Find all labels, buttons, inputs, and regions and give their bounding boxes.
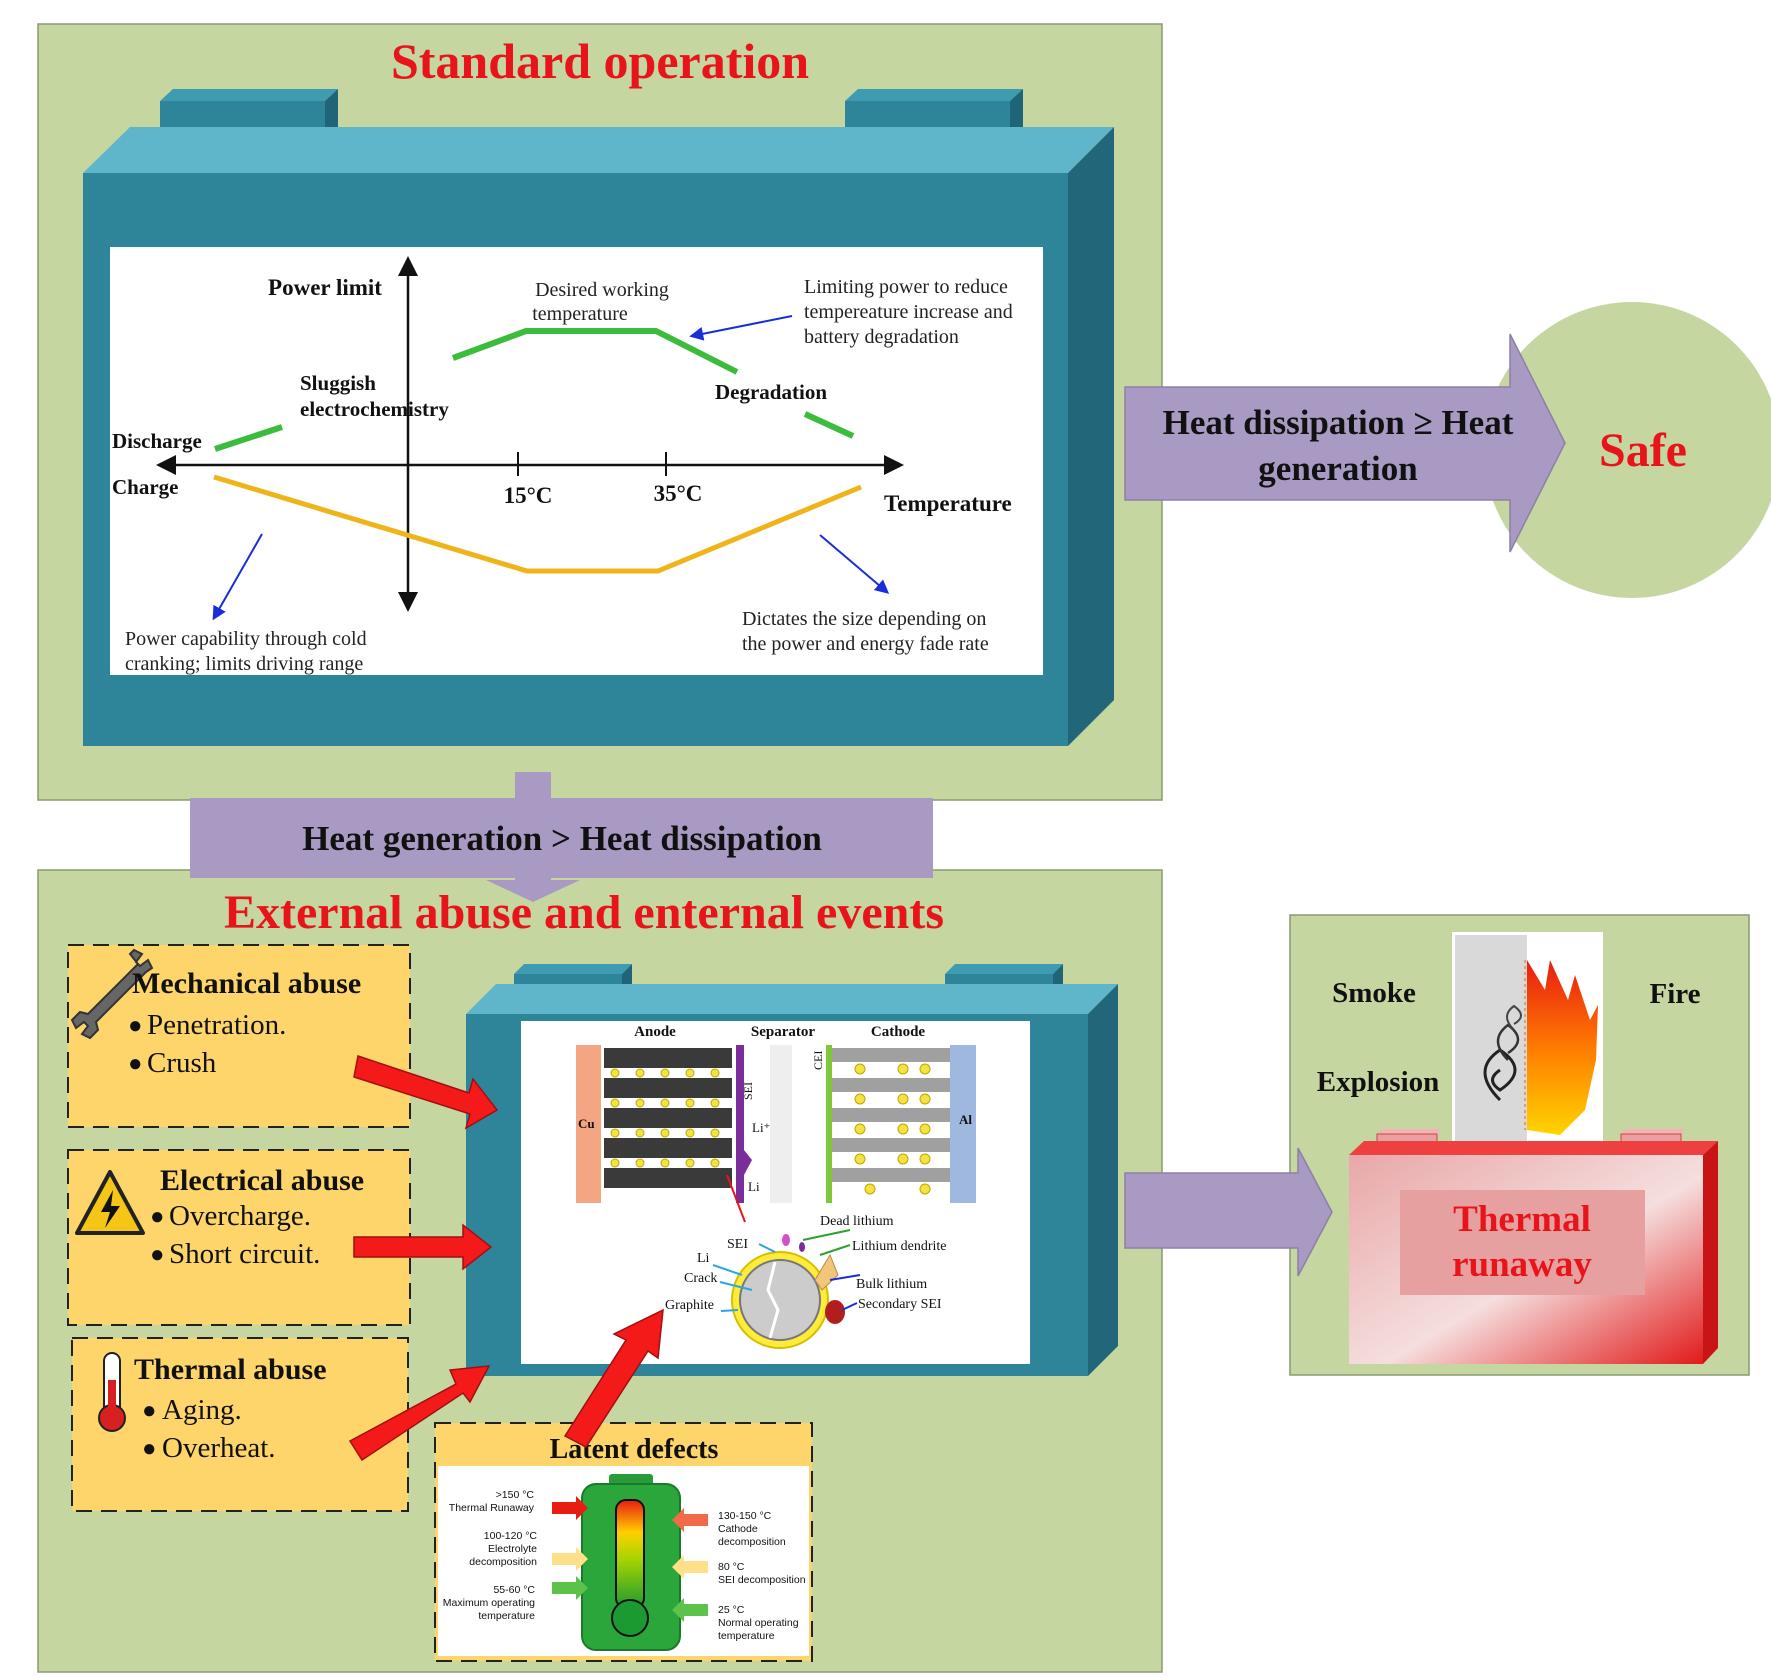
fire-smoke-illustration	[1452, 932, 1603, 1144]
charge-label: Charge	[112, 475, 179, 499]
discharge-label: Discharge	[112, 429, 202, 453]
dictates-size-label-1: Dictates the size depending on	[742, 608, 986, 630]
electrical-abuse-box	[67, 1149, 411, 1326]
electrical-item-1: Overcharge.	[169, 1200, 311, 1232]
abuse-arrows	[348, 1055, 664, 1462]
safe-circle	[1484, 302, 1771, 598]
sei-particle-label: SEI	[727, 1237, 748, 1252]
dictates-size-label-2: the power and energy fade rate	[742, 633, 989, 655]
power-limit-label: Power limit	[268, 275, 382, 300]
latent-right-desc-1b: decomposition	[718, 1536, 786, 1548]
explosion-label: Explosion	[1317, 1066, 1440, 1098]
latent-right-temp-2: 80 °C	[718, 1561, 745, 1573]
tick-15-label: 15°C	[504, 483, 553, 508]
latent-right-desc-2: SEI decomposition	[718, 1574, 806, 1586]
fire-label: Fire	[1650, 978, 1701, 1010]
dead-lithium-label: Dead lithium	[820, 1214, 894, 1229]
smoke-label: Smoke	[1332, 977, 1416, 1009]
discharge-curve	[214, 328, 855, 452]
thermal-item-bullet-2: ●	[142, 1436, 157, 1462]
thermal-item-1: Aging.	[162, 1394, 242, 1426]
desired-temp-label-2: temperature	[532, 303, 628, 325]
standard-operation-title: Standard operation	[391, 33, 809, 89]
mechanical-item-bullet-1: ●	[128, 1013, 143, 1039]
chart-axes	[156, 256, 904, 612]
mechanical-abuse-box	[67, 944, 411, 1128]
runaway-arrow	[1124, 1147, 1333, 1277]
latent-left-desc-1: Thermal Runaway	[449, 1502, 535, 1514]
secondary-sei-label: Secondary SEI	[858, 1297, 942, 1312]
thermal-item-bullet-1: ●	[142, 1398, 157, 1424]
thermal-runaway-label-1: Thermal	[1453, 1199, 1591, 1240]
li-label: Li	[748, 1179, 760, 1194]
heat-generation-label: Heat generation > Heat dissipation	[302, 819, 822, 858]
safe-arrow-label-2: generation	[1258, 449, 1417, 488]
mechanical-abuse-title: Mechanical abuse	[132, 967, 361, 1000]
latent-left-desc-2b: decomposition	[469, 1556, 537, 1568]
power-capability-label-1: Power capability through cold	[125, 628, 367, 650]
cei-label: CEI	[811, 1051, 825, 1070]
li-particle-label: Li	[697, 1251, 710, 1266]
safe-label: Safe	[1599, 424, 1687, 477]
latent-right-desc-3a: Normal operating	[718, 1617, 799, 1629]
desired-temp-label-1: Desired working	[535, 279, 669, 301]
electrical-item-bullet-1: ●	[150, 1204, 165, 1230]
electrical-item-2: Short circuit.	[169, 1238, 320, 1270]
li-plus-label: Li⁺	[752, 1120, 770, 1135]
mechanical-item-2: Crush	[147, 1047, 217, 1079]
latent-left-temp-2: 100-120 °C	[484, 1530, 538, 1542]
cell-internals	[576, 1045, 976, 1349]
power-capability-label-2: cranking; limits driving range	[125, 653, 363, 675]
al-label: Al	[959, 1112, 972, 1127]
lithium-dendrite-label: Lithium dendrite	[852, 1239, 946, 1254]
temperature-axis-label: Temperature	[884, 491, 1012, 516]
sluggish-label-2: electrochemistry	[300, 397, 449, 421]
degradation-label: Degradation	[715, 380, 827, 404]
latent-left-desc-3b: temperature	[478, 1610, 535, 1622]
tick-35-label: 35°C	[654, 481, 703, 506]
latent-left-desc-3a: Maximum operating	[443, 1597, 535, 1609]
anode-label: Anode	[634, 1024, 676, 1040]
limiting-power-label-1: Limiting power to reduce	[804, 276, 1008, 298]
electrical-abuse-title: Electrical abuse	[160, 1164, 364, 1197]
electrical-item-bullet-2: ●	[150, 1242, 165, 1268]
limiting-power-label-3: battery degradation	[804, 326, 959, 348]
high-voltage-warning-icon	[75, 1170, 145, 1235]
safe-arrow-label-1: Heat dissipation ≥ Heat	[1163, 403, 1514, 442]
separator-label: Separator	[751, 1024, 815, 1040]
heat-generation-arrow	[190, 772, 933, 902]
bulk-lithium-label: Bulk lithium	[856, 1277, 927, 1292]
latent-right-temp-3: 25 °C	[718, 1604, 745, 1616]
thermal-runaway-label-2: runaway	[1452, 1244, 1592, 1285]
wrench-icon	[70, 948, 154, 1040]
sluggish-label-1: Sluggish	[300, 371, 376, 395]
thermal-runaway-battery	[1349, 1129, 1718, 1364]
latent-left-temp-3: 55-60 °C	[493, 1584, 535, 1596]
cathode-label: Cathode	[871, 1024, 926, 1040]
latent-left-temp-1: >150 °C	[496, 1489, 535, 1501]
thermal-abuse-title: Thermal abuse	[134, 1353, 327, 1386]
cu-label: Cu	[578, 1116, 595, 1131]
latent-indicator-arrows	[552, 1496, 708, 1622]
charge-curve	[213, 474, 862, 574]
mechanical-item-1: Penetration.	[147, 1009, 286, 1041]
sei-label: SEI	[741, 1082, 755, 1100]
latent-right-desc-1a: Cathode	[718, 1523, 758, 1535]
mechanical-item-bullet-2: ●	[128, 1051, 143, 1077]
safe-arrow	[1124, 333, 1566, 553]
limiting-power-label-2: tempereature increase and	[804, 301, 1013, 323]
graphite-label: Graphite	[665, 1298, 714, 1313]
abuse-title: External abuse and enternal events	[224, 886, 944, 939]
thermal-abuse-box	[71, 1337, 409, 1512]
thermal-item-2: Overheat.	[162, 1432, 276, 1464]
battery-thermometer-icon	[581, 1474, 681, 1651]
crack-label: Crack	[684, 1271, 717, 1286]
latent-left-desc-2a: Electrolyte	[488, 1543, 537, 1555]
annotation-arrows	[212, 315, 890, 621]
latent-right-temp-1: 130-150 °C	[718, 1510, 772, 1522]
thermometer-icon	[98, 1352, 126, 1432]
latent-right-desc-3b: temperature	[718, 1630, 775, 1642]
